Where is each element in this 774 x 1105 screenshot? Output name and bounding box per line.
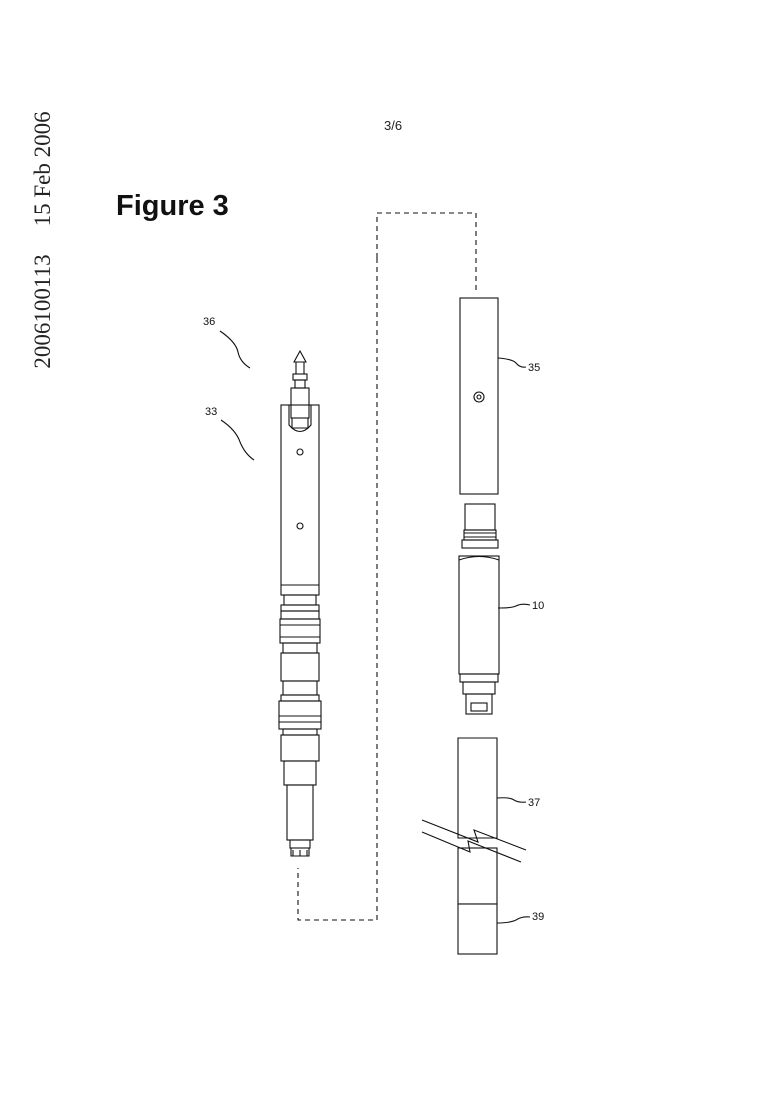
label-39: 39	[532, 911, 544, 923]
tool-body	[280, 404, 320, 596]
module-10	[458, 503, 500, 715]
label-37: 37	[528, 797, 540, 809]
end-cap-39	[457, 903, 498, 955]
label-10: 10	[532, 600, 544, 612]
leader-39	[496, 916, 531, 924]
leader-33	[220, 419, 255, 461]
label-33: 33	[205, 406, 217, 418]
figure-title: Figure 3	[116, 190, 229, 222]
leader-10	[497, 603, 531, 609]
leader-36	[219, 330, 251, 369]
dashed-connector	[297, 258, 378, 921]
label-35: 35	[528, 362, 540, 374]
upper-housing-35	[459, 297, 499, 495]
dashed-connector-top	[376, 212, 477, 290]
leader-37	[496, 797, 527, 803]
left-tool-assembly	[278, 349, 322, 857]
page-number: 3/6	[384, 118, 403, 133]
break-symbol	[421, 819, 527, 863]
extension-37	[457, 737, 498, 905]
label-36: 36	[203, 316, 215, 328]
tool-tip	[293, 349, 307, 363]
leader-35	[497, 357, 527, 368]
